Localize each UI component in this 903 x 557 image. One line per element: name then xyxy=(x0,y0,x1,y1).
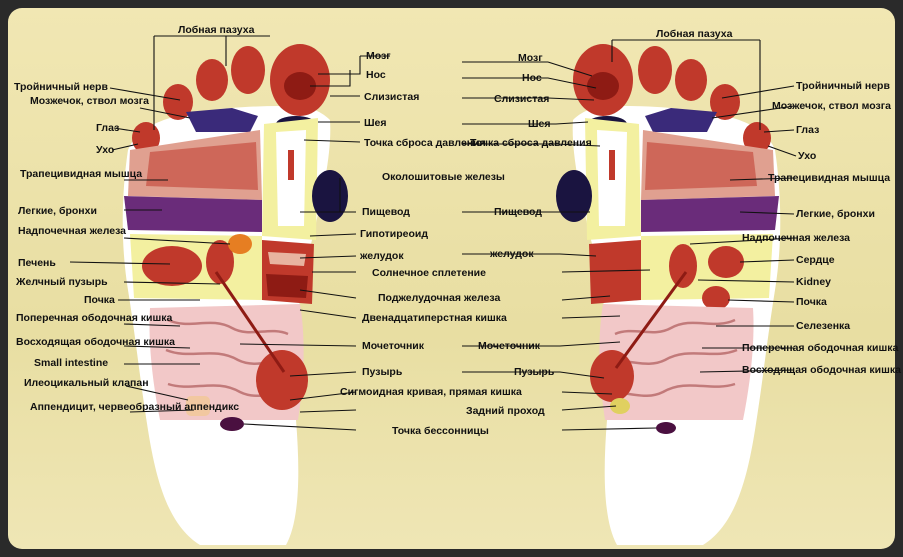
label-neck-center-right: Шея xyxy=(528,118,551,130)
center-left-labels: Мозг Нос Слизистая Шея Точка сброса давл… xyxy=(340,50,545,437)
label-cerebellum-right: Мозжечок, ствол мозга xyxy=(772,100,891,112)
label-transverse-colon-right: Поперечная ободочная кишка xyxy=(742,342,898,354)
label-appendix-left: Аппендицит, червеобразный аппендикс xyxy=(30,401,239,413)
label-trigeminal-left: Тройничный нерв xyxy=(14,81,108,93)
label-bladder-center-right: Пузырь xyxy=(514,366,555,378)
label-brain-center-left: Мозг xyxy=(366,50,391,62)
label-kidney-en-right: Kidney xyxy=(796,276,831,288)
left-toe-2 xyxy=(231,46,265,94)
label-transverse-colon-left: Поперечная ободочная кишка xyxy=(16,312,172,324)
label-pressure-center-left: Точка сброса давления xyxy=(364,137,486,149)
label-liver-left: Печень xyxy=(18,257,56,269)
label-ear-right: Ухо xyxy=(798,150,816,162)
right-esophagus xyxy=(609,150,615,180)
label-heart-right: Сердце xyxy=(796,254,835,266)
label-ileocecal-left: Илеоцикальный клапан xyxy=(24,377,149,389)
left-parathyroid xyxy=(312,170,348,222)
right-foot xyxy=(556,44,780,545)
left-lung-band xyxy=(124,196,262,232)
right-lung-band xyxy=(641,196,779,232)
label-esophagus-center-right: Пищевод xyxy=(494,206,542,218)
right-toe-3 xyxy=(675,59,707,101)
right-heart xyxy=(708,246,744,278)
label-frontal-sinus-left: Лобная пазуха xyxy=(178,24,255,36)
label-ascending-colon-left: Восходящая ободочная кишка xyxy=(16,336,175,348)
right-toe-2 xyxy=(638,46,672,94)
label-ureter-center-left: Мочеточник xyxy=(362,340,425,352)
label-brain-center-right: Мозг xyxy=(518,52,543,64)
label-ear-left: Ухо xyxy=(96,144,114,156)
left-foot xyxy=(123,44,348,545)
label-mucosa-center-left: Слизистая xyxy=(364,91,419,103)
left-bladder xyxy=(256,350,308,410)
label-sigmoid-center-left: Сигмоидная кривая, прямая кишка xyxy=(340,386,522,398)
label-lungs-right: Легкие, бронхи xyxy=(796,208,875,220)
label-anus-center-left: Задний проход xyxy=(466,405,545,417)
label-insomnia-center-left: Точка бессонницы xyxy=(392,425,489,437)
label-eye-left: Глаз xyxy=(96,122,119,134)
label-ureter-center-right: Мочеточник xyxy=(478,340,541,352)
left-insomnia-point xyxy=(220,417,244,431)
label-trigeminal-right: Тройничный нерв xyxy=(796,80,890,92)
label-lungs-left: Легкие, бронхи xyxy=(18,205,97,217)
label-nose-center-right: Нос xyxy=(522,72,542,84)
label-eye-right: Глаз xyxy=(796,124,819,136)
label-adrenal-right: Надпочечная железа xyxy=(742,232,850,244)
label-kidney-right: Почка xyxy=(796,296,827,308)
label-small-intestine-left: Small intestine xyxy=(34,357,108,369)
label-trapezius-left: Трапецивидная мышца xyxy=(20,168,142,180)
label-stomach-center-right: желудок xyxy=(489,248,534,260)
label-spleen-right: Селезенка xyxy=(796,320,850,332)
label-duodenum-center-left: Двенадцатиперстная кишка xyxy=(362,312,507,324)
label-nose-center-left: Нос xyxy=(366,69,386,81)
label-neck-center-left: Шея xyxy=(364,117,387,129)
right-bladder xyxy=(590,350,634,402)
label-ascending-colon-right: Восходящая ободочная кишка xyxy=(742,364,901,376)
right-spleen xyxy=(702,286,730,310)
label-parathyroid-center-left: Околошитовые железы xyxy=(382,171,505,183)
label-esophagus-center-left: Пищевод xyxy=(362,206,410,218)
label-gallbladder-left: Желчный пузырь xyxy=(15,276,108,288)
label-pressure-center-right: Точка сброса давления xyxy=(470,137,592,149)
label-adrenal-left: Надпочечная железа xyxy=(18,225,126,237)
left-toe-3 xyxy=(196,59,228,101)
label-trapezius-right: Трапецивидная мышца xyxy=(768,172,890,184)
left-stomach xyxy=(268,252,306,266)
right-insomnia-point xyxy=(656,422,676,434)
label-stomach-center-left: желудок xyxy=(359,250,404,262)
label-pancreas-center-left: Поджелудочная железа xyxy=(378,292,500,304)
label-cerebellum-left: Мозжечок, ствол мозга xyxy=(30,95,149,107)
label-hypothyroid-center-left: Гипотиреоид xyxy=(360,228,428,240)
right-stomach-zone xyxy=(589,240,641,304)
right-parathyroid xyxy=(556,170,592,222)
left-pancreas xyxy=(266,274,308,298)
label-bladder-center-left: Пузырь xyxy=(362,366,403,378)
left-liver xyxy=(142,246,202,286)
right-kidney xyxy=(669,244,697,288)
label-frontal-sinus-right: Лобная пазуха xyxy=(656,28,733,40)
label-kidney-left: Почка xyxy=(84,294,115,306)
left-adrenal xyxy=(228,234,252,254)
label-mucosa-center-right: Слизистая xyxy=(494,93,549,105)
label-solar-plexus-center-left: Солнечное сплетение xyxy=(372,267,486,279)
left-esophagus xyxy=(288,150,294,180)
